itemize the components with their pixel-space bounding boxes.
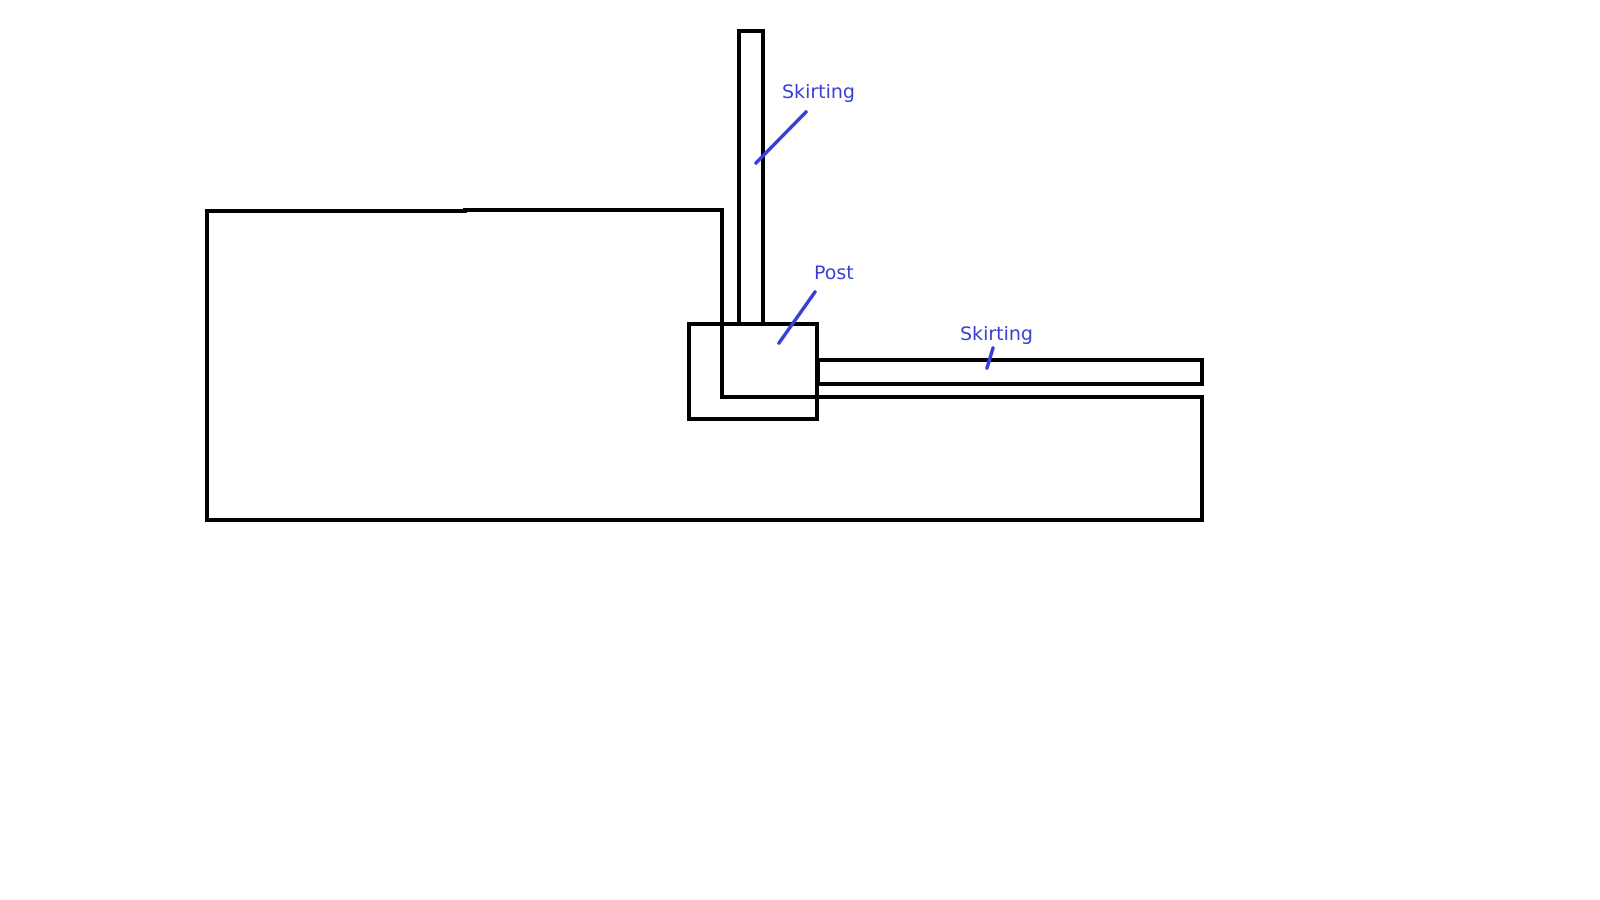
pointer-skirting-vertical <box>754 110 808 165</box>
skirting-horizontal <box>816 358 1204 386</box>
label-post: Post <box>814 262 854 284</box>
label-skirting-vertical: Skirting <box>782 81 855 103</box>
post <box>687 322 819 421</box>
label-skirting-horizontal: Skirting <box>960 323 1033 345</box>
pointer-post <box>777 290 817 345</box>
skirting-vertical <box>737 29 765 326</box>
wall-outline <box>205 208 1204 522</box>
pointer-skirting-horizontal <box>985 346 995 370</box>
